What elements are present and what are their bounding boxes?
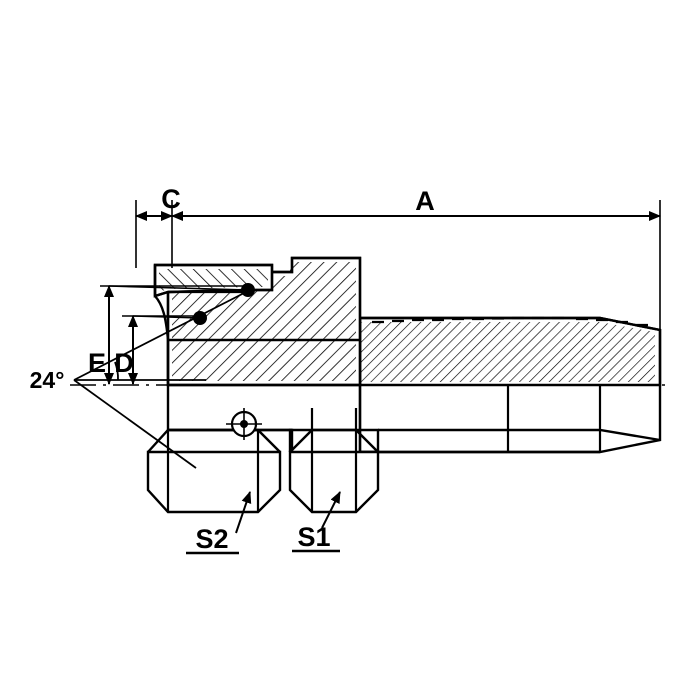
dimension-c: C: [135, 184, 181, 268]
lower-profile: [166, 385, 362, 452]
callout-s2-label: S2: [195, 524, 228, 554]
dimension-a: A: [171, 186, 661, 332]
callout-s1-label: S1: [297, 522, 330, 552]
dimension-e-label: E: [88, 348, 106, 378]
callout-s2: S2: [186, 491, 252, 555]
fitting-body-group: [70, 256, 672, 514]
angle-24deg: 24°: [30, 289, 251, 469]
callout-s1: S1: [292, 491, 341, 553]
hose-tail-lower: [378, 428, 661, 442]
dimension-d-label: D: [114, 348, 134, 378]
dimension-c-label: C: [161, 184, 181, 214]
hex-nut-s1: [288, 408, 380, 514]
dimension-a-label: A: [415, 186, 435, 216]
angle-24deg-label: 24°: [30, 367, 65, 393]
